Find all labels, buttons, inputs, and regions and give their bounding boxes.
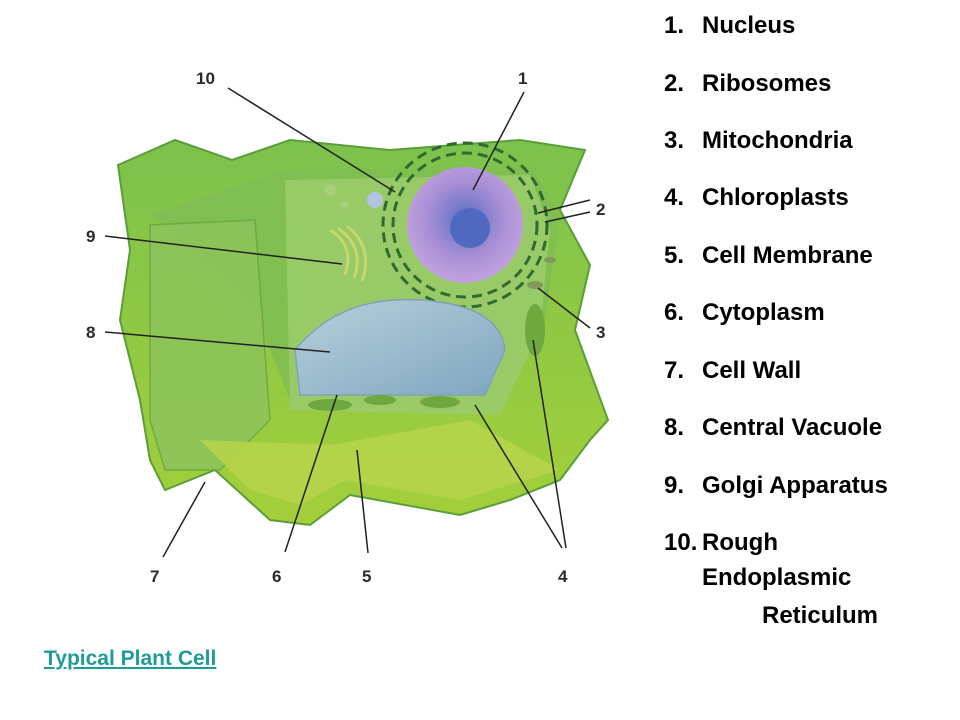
legend-label: Cell Wall [702,357,802,384]
leader-lines [104,87,591,558]
legend-item-mitochondria: 3. Mitochondria [664,127,853,155]
legend-label: Ribosomes [702,70,832,97]
legend-item-cytoplasm: 6. Cytoplasm [664,299,825,327]
legend-label: Mitochondria [702,127,853,154]
cell-membrane [149,219,271,471]
legend-number: 6. [664,299,685,326]
nucleolus [450,208,490,248]
legend-item-golgi-apparatus: 9. Golgi Apparatus [664,472,888,500]
callout-3: 3 [596,323,605,342]
legend-number: 4. [664,184,685,211]
callout-1: 1 [518,69,527,88]
callout-4: 4 [558,567,568,586]
callout-6: 6 [272,567,281,586]
legend-item-ribosomes: 2. Ribosomes [664,70,831,98]
cell-fold [200,420,560,505]
legend-number: 9. [664,472,685,499]
callout-5: 5 [362,567,371,586]
legend-number: 10. [664,529,698,556]
golgi-apparatus [329,224,368,282]
legend-label: Cell Membrane [702,242,873,269]
legend-continuation-2: Reticulum [762,602,879,629]
legend-item-cell-wall: 7. Cell Wall [664,357,801,385]
legend-label: Nucleus [702,12,796,39]
chloroplasts [308,304,545,411]
callout-10: 10 [196,69,215,88]
vesicles [324,184,383,209]
mitochondria [527,257,556,289]
legend-item-cell-membrane: 5. Cell Membrane [664,242,873,270]
legend-item-nucleus: 1. Nucleus [664,12,795,40]
legend-label: Rough [702,529,778,556]
legend-number: 3. [664,127,685,154]
legend-label: Chloroplasts [702,184,849,211]
callout-8: 8 [86,323,95,342]
legend-label: Cytoplasm [702,299,825,326]
legend-number: 8. [664,414,685,441]
typical-plant-cell-link[interactable]: Typical Plant Cell [44,647,217,670]
callout-7: 7 [150,567,159,586]
plant-cell-diagram: 1 2 3 4 5 6 7 8 9 10 [86,69,610,586]
legend-number: 7. [664,357,685,384]
legend-item-rough-er: 10.Rough [664,529,778,557]
callout-2: 2 [596,200,605,219]
legend-number: 2. [664,70,685,97]
legend-label: Central Vacuole [702,414,883,441]
legend-number: 5. [664,242,685,269]
legend-number: 1. [664,12,685,39]
legend-continuation-1: Endoplasmic [702,564,852,591]
legend-label: Golgi Apparatus [702,472,888,499]
legend-item-chloroplasts: 4. Chloroplasts [664,184,849,212]
legend-item-central-vacuole: 8. Central Vacuole [664,414,882,442]
callout-9: 9 [86,227,95,246]
central-vacuole [294,298,506,396]
